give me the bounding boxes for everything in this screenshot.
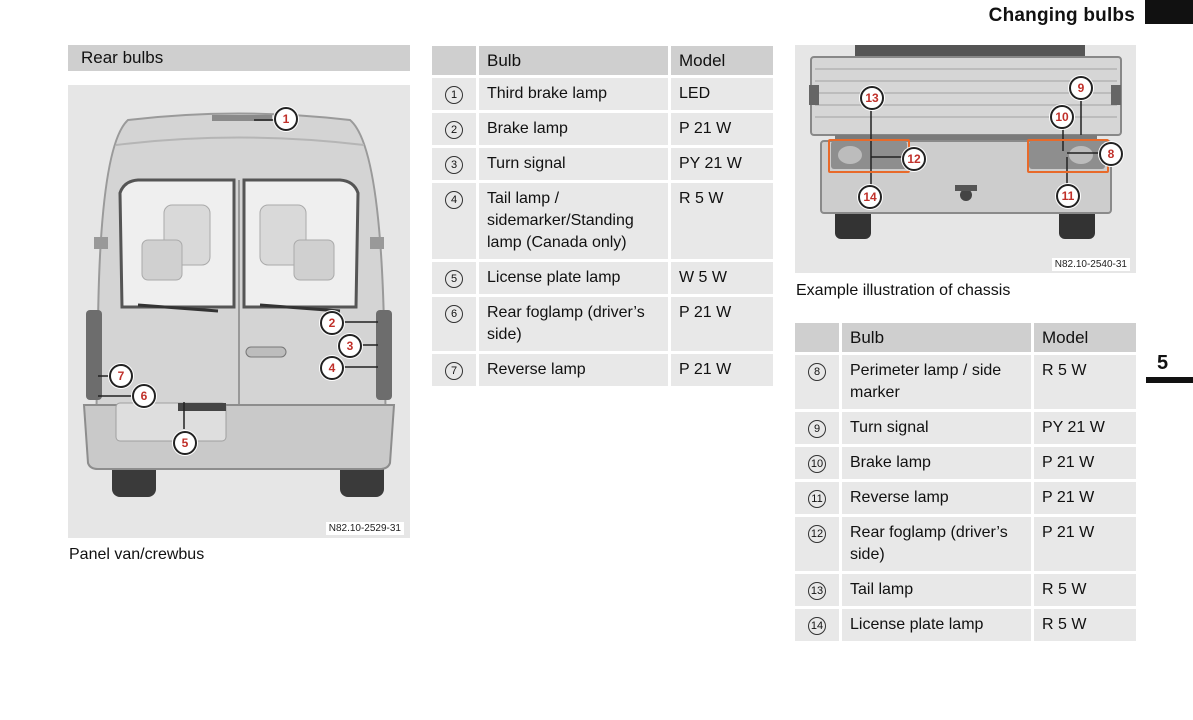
row-number: 2: [432, 113, 476, 145]
figure-caption: Example illustration of chassis: [796, 282, 1011, 299]
table-header-row: Bulb Model: [795, 323, 1136, 352]
van-illustration: 1 2 3 4 5 6 7 N82.10-2529-31: [68, 85, 410, 538]
highlight-right-lamp: [1027, 139, 1109, 173]
callout-6: 6: [132, 384, 156, 408]
table-row: 3 Turn signal PY 21 W: [432, 148, 773, 180]
section-heading: Rear bulbs: [68, 45, 410, 71]
bulb-model: PY 21 W: [668, 148, 773, 180]
table-header-row: Bulb Model: [432, 46, 773, 75]
row-number: 5: [432, 262, 476, 294]
table-row: 7 Reverse lamp P 21 W: [432, 354, 773, 386]
header-model: Model: [668, 46, 773, 75]
row-number: 11: [795, 482, 839, 514]
callout-5: 5: [173, 431, 197, 455]
row-number: 4: [432, 183, 476, 259]
table-row: 8 Perimeter lamp / side marker R 5 W: [795, 355, 1136, 409]
bulb-name: Turn signal: [476, 148, 668, 180]
row-number: 8: [795, 355, 839, 409]
callout-3: 3: [338, 334, 362, 358]
callout-12: 12: [902, 147, 926, 171]
table-row: 11 Reverse lamp P 21 W: [795, 482, 1136, 514]
figure-code: N82.10-2540-31: [1051, 258, 1130, 271]
callout-10: 10: [1050, 105, 1074, 129]
bulb-model: R 5 W: [1031, 355, 1136, 409]
callout-11: 11: [1056, 184, 1080, 208]
bulb-model: PY 21 W: [1031, 412, 1136, 444]
bulb-name: Brake lamp: [839, 447, 1031, 479]
table-row: 6 Rear foglamp (driver’s side) P 21 W: [432, 297, 773, 351]
table-row: 14 License plate lamp R 5 W: [795, 609, 1136, 641]
row-number: 10: [795, 447, 839, 479]
bulb-model: R 5 W: [1031, 574, 1136, 606]
bulb-name: License plate lamp: [476, 262, 668, 294]
bulb-model: R 5 W: [1031, 609, 1136, 641]
chassis-illustration: 13 12 14 9 10 8 11 N82.10-2540-31: [795, 45, 1136, 273]
chapter-rule: [1146, 377, 1193, 383]
row-number: 9: [795, 412, 839, 444]
bulb-name: Tail lamp / sidemarker/Standing lamp (Ca…: [476, 183, 668, 259]
header-num: [432, 46, 476, 75]
bulb-name: Reverse lamp: [839, 482, 1031, 514]
callout-8: 8: [1099, 142, 1123, 166]
callout-1: 1: [274, 107, 298, 131]
figure-code: N82.10-2529-31: [325, 522, 404, 535]
bulb-model: P 21 W: [668, 297, 773, 351]
callout-4: 4: [320, 356, 344, 380]
callout-13: 13: [860, 86, 884, 110]
row-number: 6: [432, 297, 476, 351]
bulb-name: Turn signal: [839, 412, 1031, 444]
van-rear-drawing: [68, 85, 410, 538]
header-bar: [1145, 0, 1193, 24]
bulb-model: P 21 W: [1031, 517, 1136, 571]
bulb-name: Rear foglamp (driver’s side): [476, 297, 668, 351]
table-row: 13 Tail lamp R 5 W: [795, 574, 1136, 606]
row-number: 3: [432, 148, 476, 180]
callout-2: 2: [320, 311, 344, 335]
chapter-number: 5: [1157, 352, 1169, 374]
van-bulb-table: Bulb Model 1 Third brake lamp LED 2 Brak…: [432, 43, 773, 389]
bulb-model: R 5 W: [668, 183, 773, 259]
bulb-model: P 21 W: [668, 354, 773, 386]
bulb-name: Rear foglamp (driver’s side): [839, 517, 1031, 571]
bulb-name: License plate lamp: [839, 609, 1031, 641]
table-row: 12 Rear foglamp (driver’s side) P 21 W: [795, 517, 1136, 571]
bulb-model: P 21 W: [1031, 482, 1136, 514]
header-bulb: Bulb: [839, 323, 1031, 352]
bulb-model: W 5 W: [668, 262, 773, 294]
callout-9: 9: [1069, 76, 1093, 100]
bulb-model: LED: [668, 78, 773, 110]
row-number: 12: [795, 517, 839, 571]
bulb-name: Third brake lamp: [476, 78, 668, 110]
row-number: 14: [795, 609, 839, 641]
table-row: 4 Tail lamp / sidemarker/Standing lamp (…: [432, 183, 773, 259]
table-row: 1 Third brake lamp LED: [432, 78, 773, 110]
bulb-name: Brake lamp: [476, 113, 668, 145]
figure-caption: Panel van/crewbus: [69, 546, 205, 563]
bulb-name: Perimeter lamp / side marker: [839, 355, 1031, 409]
table-row: 10 Brake lamp P 21 W: [795, 447, 1136, 479]
bulb-name: Reverse lamp: [476, 354, 668, 386]
bulb-name: Tail lamp: [839, 574, 1031, 606]
table-row: 5 License plate lamp W 5 W: [432, 262, 773, 294]
callout-7: 7: [109, 364, 133, 388]
highlight-left-lamp: [828, 139, 910, 173]
page-title: Changing bulbs: [988, 5, 1135, 26]
row-number: 7: [432, 354, 476, 386]
row-number: 1: [432, 78, 476, 110]
header-num: [795, 323, 839, 352]
bulb-model: P 21 W: [668, 113, 773, 145]
row-number: 13: [795, 574, 839, 606]
chassis-bulb-table: Bulb Model 8 Perimeter lamp / side marke…: [795, 320, 1136, 644]
bulb-model: P 21 W: [1031, 447, 1136, 479]
table-row: 2 Brake lamp P 21 W: [432, 113, 773, 145]
table-row: 9 Turn signal PY 21 W: [795, 412, 1136, 444]
header-bulb: Bulb: [476, 46, 668, 75]
callout-14: 14: [858, 185, 882, 209]
header-model: Model: [1031, 323, 1136, 352]
